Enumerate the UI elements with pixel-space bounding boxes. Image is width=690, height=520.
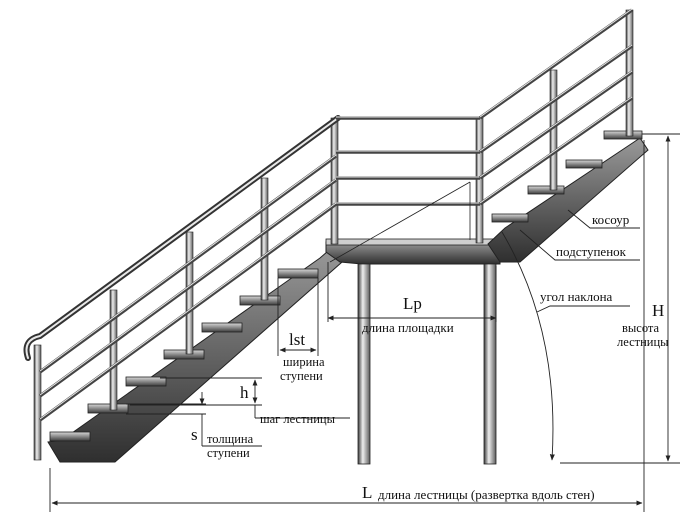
height-symbol: H xyxy=(652,301,664,320)
rails-upper xyxy=(478,8,634,206)
step-height-symbol: h xyxy=(240,383,249,402)
tread xyxy=(603,130,643,140)
landing xyxy=(325,238,501,465)
railings xyxy=(23,8,634,461)
lower-treads xyxy=(49,268,319,442)
railing-post xyxy=(33,344,42,461)
railing-post xyxy=(109,289,118,411)
railing-post xyxy=(475,117,484,244)
length-symbol: L xyxy=(362,483,372,502)
upper-treads xyxy=(491,130,643,223)
incline-angle-arc xyxy=(501,231,555,461)
lower-flight xyxy=(47,244,351,463)
tread xyxy=(163,349,205,360)
kosour-leader xyxy=(567,209,640,229)
landing-length-label: длина площадки xyxy=(362,320,454,335)
tread xyxy=(201,322,243,333)
landing-length-symbol: Lp xyxy=(403,294,422,313)
landing-support-left xyxy=(357,263,371,465)
tread xyxy=(527,185,565,195)
upper-stringer xyxy=(487,137,649,263)
tread xyxy=(87,403,129,414)
podstupenok-leader xyxy=(519,229,640,261)
step-pitch-label: шаг лестницы xyxy=(260,412,336,426)
tread xyxy=(491,213,529,223)
rails-lower xyxy=(38,154,338,422)
thickness-label-line2: ступени xyxy=(207,446,250,460)
height-label-line1: высота xyxy=(622,321,660,335)
thickness-label-line1: толщина xyxy=(207,432,254,446)
thickness-symbol: s xyxy=(191,425,198,444)
kosour-label: косоур xyxy=(592,212,629,227)
tread xyxy=(277,268,319,279)
height-label-line2: лестницы xyxy=(617,335,669,349)
incline-reference-line xyxy=(329,181,471,263)
tread xyxy=(239,295,281,306)
labels: косоур подступенок угол наклона H высота… xyxy=(191,212,669,502)
railing-post xyxy=(185,231,194,355)
tread xyxy=(565,159,603,169)
tread xyxy=(125,376,167,387)
length-label: длина лестницы (развертка вдоль стен) xyxy=(378,487,595,502)
railing-post xyxy=(260,177,269,301)
tread-width-label-line1: ширина xyxy=(283,355,325,369)
rails-landing xyxy=(336,116,480,206)
upper-flight xyxy=(487,130,649,263)
ugol-leader xyxy=(536,305,630,313)
ugol-naklona-label: угол наклона xyxy=(540,289,613,304)
tread-width-label-line2: ступени xyxy=(280,369,323,383)
landing-support-right xyxy=(483,263,497,465)
tread-width-symbol: lst xyxy=(289,330,305,349)
tread xyxy=(49,431,91,442)
landing-top xyxy=(325,238,501,246)
podstupenok-label: подступенок xyxy=(556,244,627,259)
dimension-lines xyxy=(49,133,680,512)
